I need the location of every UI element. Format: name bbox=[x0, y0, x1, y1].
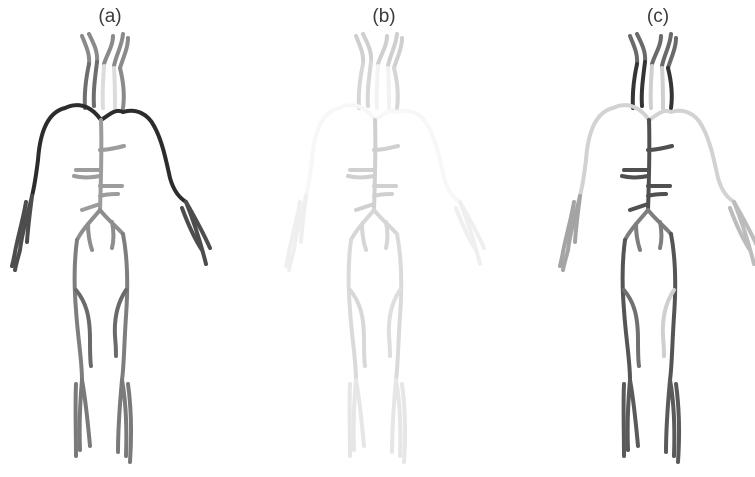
vessel-torso-4 bbox=[348, 176, 374, 178]
vessel-head-1 bbox=[630, 36, 637, 64]
vessel-torso-6 bbox=[100, 194, 118, 196]
vessel-neck-center-2 bbox=[114, 68, 115, 108]
vessel-neck-center-1 bbox=[651, 66, 652, 108]
vessel-calf-right-3 bbox=[402, 384, 405, 462]
vessel-torso-6 bbox=[374, 194, 392, 196]
vessel-head-1 bbox=[356, 36, 363, 64]
vessel-arch-1 bbox=[339, 105, 375, 120]
vessel-head-3 bbox=[104, 36, 113, 64]
vessel-arch-5 bbox=[154, 126, 186, 202]
vessel-tree-panel-1 bbox=[12, 34, 210, 462]
vessel-neck-center-2 bbox=[662, 68, 663, 108]
vessel-arch-1 bbox=[65, 105, 101, 120]
vessel-calf-right-2 bbox=[122, 380, 126, 456]
vessel-calf-right-3 bbox=[128, 384, 131, 462]
vessel-torso-6 bbox=[648, 194, 666, 196]
vessel-leg-left-1 bbox=[623, 240, 630, 380]
vessel-neck-left-2 bbox=[368, 62, 371, 106]
vessel-pelvis-3 bbox=[88, 224, 92, 250]
vessel-leg-right-1 bbox=[396, 234, 401, 380]
vessel-neck-left-2 bbox=[642, 62, 645, 106]
vessel-head-3 bbox=[378, 36, 387, 64]
vessel-calf-left-2 bbox=[356, 380, 364, 446]
vessel-neck-right-1 bbox=[120, 68, 124, 108]
vessel-arch-2 bbox=[375, 111, 397, 120]
vessel-torso-7 bbox=[356, 204, 374, 210]
vessel-neck-left-1 bbox=[359, 64, 363, 108]
vessel-arch-3 bbox=[397, 111, 428, 126]
vessel-calf-right-2 bbox=[670, 380, 674, 456]
vessel-arch-4 bbox=[306, 108, 339, 196]
vessel-torso-4 bbox=[74, 176, 100, 178]
vessel-leg-left-1 bbox=[75, 240, 82, 380]
vessel-calf-left-2 bbox=[82, 380, 90, 446]
vessel-calf-left-1 bbox=[80, 380, 82, 450]
vessel-neck-right-1 bbox=[668, 68, 672, 108]
vessel-tree-panel-3 bbox=[560, 34, 755, 462]
vessel-arch-2 bbox=[101, 111, 123, 120]
vessel-calf-left-1 bbox=[354, 380, 356, 450]
vessel-pelvis-4 bbox=[112, 222, 114, 248]
vessel-calf-right-1 bbox=[392, 380, 396, 452]
vessel-calf-right-2 bbox=[396, 380, 400, 456]
vessel-calf-right-1 bbox=[118, 380, 122, 452]
vessel-neck-right-1 bbox=[394, 68, 398, 108]
vessel-calf-left-2 bbox=[630, 380, 638, 446]
vessel-arch-4 bbox=[32, 108, 65, 196]
vessel-torso-7 bbox=[630, 204, 648, 210]
vessel-arch-5 bbox=[428, 126, 460, 202]
vessel-arch-4 bbox=[580, 108, 613, 196]
vessel-neck-left-1 bbox=[633, 64, 637, 108]
vessel-leg-left-1 bbox=[349, 240, 356, 380]
vessel-torso-2 bbox=[648, 146, 672, 150]
vessel-torso-2 bbox=[374, 146, 398, 150]
vessel-arch-3 bbox=[671, 111, 702, 126]
vessel-leg-right-1 bbox=[670, 234, 675, 380]
vessel-arch-1 bbox=[613, 105, 649, 120]
vessel-calf-right-3 bbox=[676, 384, 679, 462]
vessel-head-3 bbox=[652, 36, 661, 64]
vessel-neck-center-1 bbox=[377, 66, 378, 108]
vessel-torso-7 bbox=[82, 204, 100, 210]
vessel-pelvis-3 bbox=[636, 224, 640, 250]
vessel-neck-center-1 bbox=[103, 66, 104, 108]
vessel-calf-right-1 bbox=[666, 380, 670, 452]
vessel-arch-3 bbox=[123, 111, 154, 126]
vessel-arch-5 bbox=[702, 126, 734, 202]
vessel-pelvis-4 bbox=[386, 222, 388, 248]
vessel-leg-right-1 bbox=[122, 234, 127, 380]
vessel-torso-4 bbox=[622, 176, 648, 178]
vessel-pelvis-4 bbox=[660, 222, 662, 248]
vessel-head-1 bbox=[82, 36, 89, 64]
vessel-arch-2 bbox=[649, 111, 671, 120]
vessel-tree-panel-2 bbox=[286, 34, 484, 462]
vessel-pelvis-3 bbox=[362, 224, 366, 250]
vessel-neck-left-1 bbox=[85, 64, 89, 108]
vessel-neck-left-2 bbox=[94, 62, 97, 106]
vessel-calf-left-1 bbox=[628, 380, 630, 450]
vessel-torso-2 bbox=[100, 146, 124, 150]
vessel-neck-center-2 bbox=[388, 68, 389, 108]
